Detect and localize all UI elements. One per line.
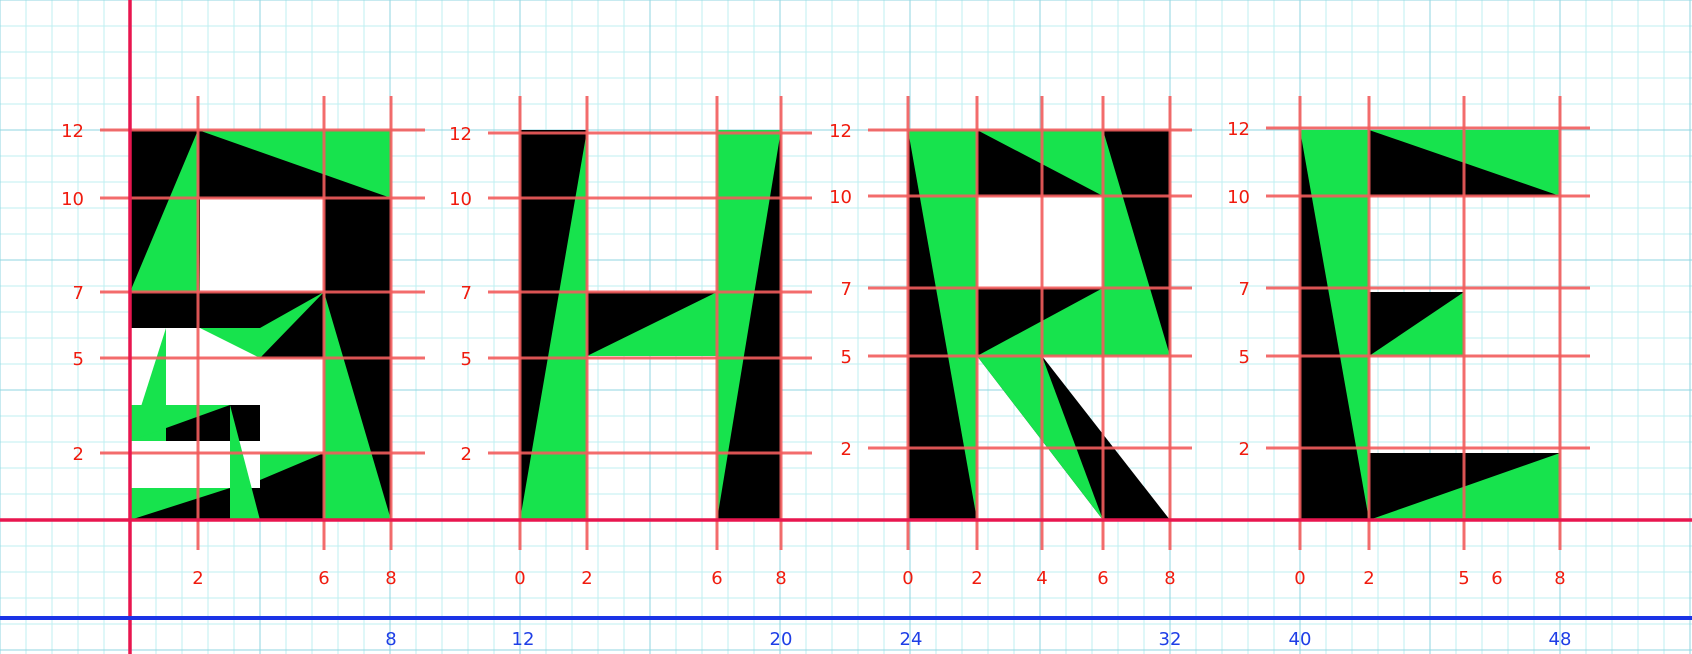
scale-tick-label: 48	[1549, 629, 1572, 650]
scale-tick-label: 40	[1289, 629, 1312, 650]
g-green-left-stroke	[130, 130, 200, 292]
y-tick-label: 7	[461, 283, 472, 304]
y-tick-label: 2	[841, 439, 852, 460]
x-tick-label: 2	[581, 568, 592, 589]
x-tick-label: 2	[1363, 568, 1374, 589]
y-tick-label: 2	[1239, 439, 1250, 460]
y-tick-label: 10	[1227, 187, 1250, 208]
y-tick-label: 12	[829, 121, 852, 142]
scale-tick-label: 32	[1159, 629, 1182, 650]
x-tick-label: 2	[192, 568, 203, 589]
x-tick-label: 8	[1554, 568, 1565, 589]
h-green-left	[520, 130, 587, 520]
y-tick-label: 5	[841, 347, 852, 368]
y-tick-label: 7	[1239, 279, 1250, 300]
g-green-inner-c	[230, 405, 260, 520]
y-tick-label: 7	[73, 283, 84, 304]
x-tick-label: 6	[711, 568, 722, 589]
y-tick-label: 10	[829, 187, 852, 208]
x-tick-label: 4	[1036, 568, 1047, 589]
y-tick-label: 10	[61, 189, 84, 210]
letter-e-glyph	[1300, 130, 1560, 520]
g-counter-mid	[260, 358, 324, 453]
h-green-crossbar	[587, 292, 717, 356]
g-green-mid-wedge	[200, 292, 324, 358]
y-tick-label: 5	[461, 349, 472, 370]
g-green-lower-wedge	[260, 453, 324, 480]
x-tick-label: 0	[1294, 568, 1305, 589]
x-tick-label: 8	[775, 568, 786, 589]
y-tick-label: 2	[73, 444, 84, 465]
x-tick-label: 6	[318, 568, 329, 589]
scale-tick-label: 20	[770, 629, 793, 650]
y-tick-label: 12	[61, 121, 84, 142]
x-tick-label: 2	[971, 568, 982, 589]
scale-tick-label: 8	[385, 629, 396, 650]
y-tick-label: 10	[449, 189, 472, 210]
scale-tick-label: 24	[900, 629, 923, 650]
e-green-mid	[1369, 292, 1464, 356]
letter-r-glyph	[908, 130, 1170, 520]
r-green-bowl-top	[977, 130, 1103, 196]
g-green-inner-b	[130, 405, 230, 441]
e-green-stem	[1300, 130, 1369, 520]
r-green-stem	[908, 130, 977, 520]
y-tick-label: 2	[461, 444, 472, 465]
y-tick-label: 5	[73, 349, 84, 370]
construction-guides	[100, 96, 1590, 550]
r-green-bowl-right	[1103, 130, 1170, 356]
scale-tick-label: 12	[512, 629, 535, 650]
y-tick-label: 12	[1227, 119, 1250, 140]
g-counter-top	[200, 198, 324, 292]
g-inner-white-b	[130, 441, 230, 487]
x-tick-label: 6	[1097, 568, 1108, 589]
y-tick-label: 7	[841, 279, 852, 300]
y-tick-label: 5	[1239, 347, 1250, 368]
r-green-leg	[977, 356, 1103, 520]
h-green-right	[717, 130, 781, 520]
y-tick-label: 12	[449, 124, 472, 145]
r-green-bowl-wedge	[977, 288, 1103, 356]
r-bowl-counter	[977, 196, 1103, 288]
x-tick-label: 8	[385, 568, 396, 589]
x-tick-label: 8	[1164, 568, 1175, 589]
letter-h-glyph	[520, 130, 781, 520]
x-tick-label: 0	[902, 568, 913, 589]
g-green-top-bar	[198, 130, 391, 198]
letter-g-glyph	[130, 130, 391, 520]
x-tick-label: 6	[1491, 568, 1502, 589]
x-tick-label: 0	[514, 568, 525, 589]
g-green-right-stroke	[324, 292, 391, 520]
g-inner-white-a	[166, 360, 260, 404]
g-green-inner-d	[130, 488, 230, 520]
x-tick-label: 5	[1458, 568, 1469, 589]
